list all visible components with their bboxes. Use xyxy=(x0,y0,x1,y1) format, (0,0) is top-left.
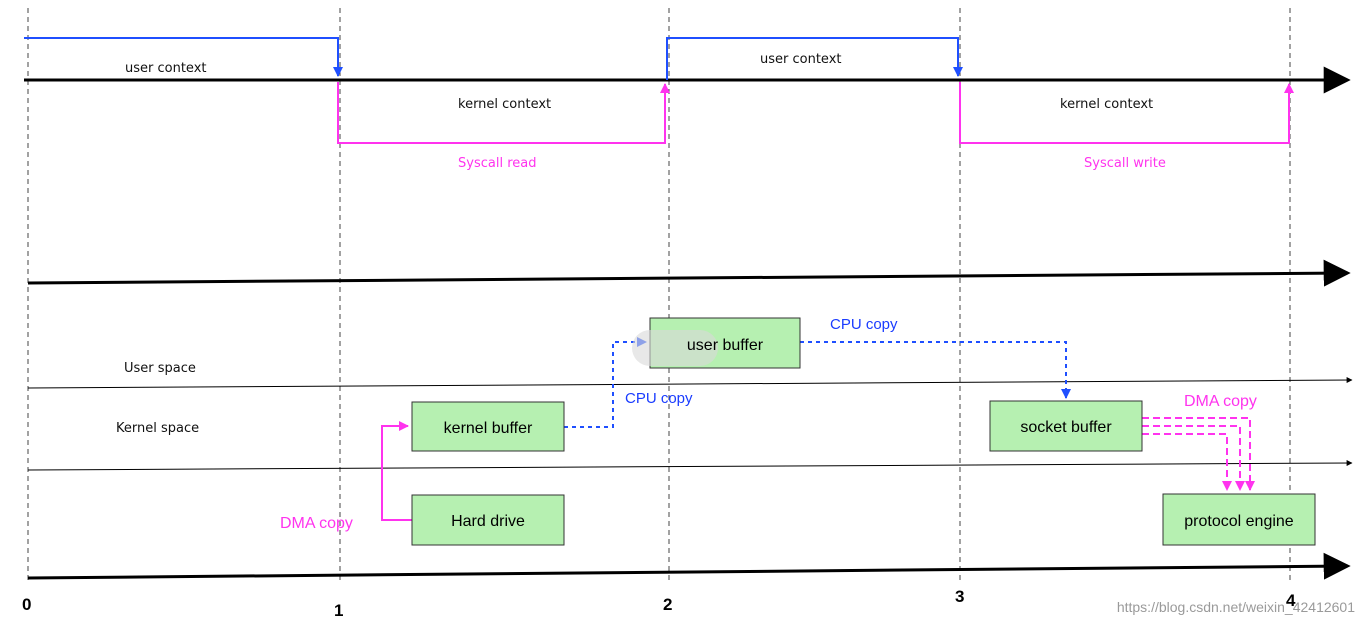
dma-copy-label-2: DMA copy xyxy=(1184,393,1257,410)
kernel-hardware-boundary xyxy=(27,460,1353,471)
syscall-read-label: Syscall read xyxy=(458,156,536,171)
tick-1: 1 xyxy=(334,601,343,620)
user-buffer-label: user buffer xyxy=(687,337,764,354)
tick-2: 2 xyxy=(663,595,672,614)
cpu-copy-read-arrow xyxy=(564,337,647,428)
time-axis xyxy=(27,552,1351,580)
kernel-context-label-1: kernel context xyxy=(458,97,551,112)
dma-copy-read-arrow xyxy=(381,421,412,521)
dma-copy-label-1: DMA copy xyxy=(280,515,353,532)
socket-buffer-label: socket buffer xyxy=(1020,419,1112,436)
user-context-line xyxy=(24,37,963,80)
user-space-label: User space xyxy=(124,361,196,376)
cpu-copy-label-2: CPU copy xyxy=(830,316,898,333)
kernel-context-line xyxy=(337,82,1294,144)
cpu-copy-label-1: CPU copy xyxy=(625,390,693,407)
kernel-buffer-box: kernel buffer xyxy=(411,401,565,452)
tick-4: 4 xyxy=(1286,591,1296,610)
time-guides xyxy=(27,8,1291,582)
syscall-write-label: Syscall write xyxy=(1084,156,1166,171)
socket-buffer-box: socket buffer xyxy=(989,400,1143,452)
user-buffer-box: user buffer xyxy=(632,317,801,369)
kernel-space-label: Kernel space xyxy=(116,421,199,436)
middle-axis xyxy=(27,259,1351,287)
overlay-bubble xyxy=(632,330,718,366)
protocol-engine-label: protocol engine xyxy=(1184,513,1294,530)
user-context-label-2: user context xyxy=(760,52,842,67)
kernel-context-label-2: kernel context xyxy=(1060,97,1153,112)
tick-3: 3 xyxy=(955,587,964,606)
protocol-engine-box: protocol engine xyxy=(1162,493,1316,546)
cpu-copy-write-arrow xyxy=(800,341,1071,399)
hard-drive-label: Hard drive xyxy=(451,513,525,530)
tick-0: 0 xyxy=(22,595,31,614)
hard-drive-box: Hard drive xyxy=(411,494,565,546)
kernel-buffer-label: kernel buffer xyxy=(444,420,533,437)
axes xyxy=(24,66,1353,580)
user-kernel-boundary xyxy=(27,377,1353,389)
watermark: https://blog.csdn.net/weixin_42412601 xyxy=(1117,599,1355,615)
user-context-label-1: user context xyxy=(125,61,207,76)
dma-copy-write-arrows xyxy=(1142,417,1255,491)
